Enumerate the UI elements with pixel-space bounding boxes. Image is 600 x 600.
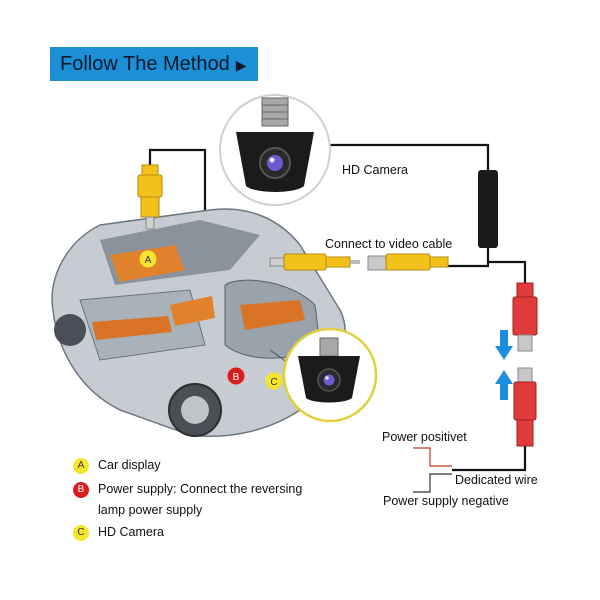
legend-item-a: A Car display xyxy=(73,458,161,476)
legend-text-a: Car display xyxy=(98,458,161,472)
dedicated-wire-line xyxy=(452,445,527,472)
play-arrow-icon: ▶ xyxy=(235,57,247,73)
legend-text-b: Power supply: Connect the reversing lamp… xyxy=(98,479,302,521)
video-cable-right xyxy=(448,246,490,268)
power-negative-label: Power supply negative xyxy=(383,494,509,508)
power-positive-label: Power positivet xyxy=(382,430,467,444)
connect-video-label: Connect to video cable xyxy=(325,237,453,251)
legend-badge-b: B xyxy=(73,482,89,498)
hd-camera-car xyxy=(282,327,378,423)
positive-lead xyxy=(413,447,452,467)
negative-lead xyxy=(413,473,452,493)
legend-badge-c: C xyxy=(73,525,89,541)
marker-a: A xyxy=(139,250,157,268)
marker-c-text: C xyxy=(270,377,277,388)
legend-badge-a: A xyxy=(73,458,89,474)
hd-camera-top xyxy=(219,94,331,206)
power-cable xyxy=(488,260,527,285)
legend-text-c: HD Camera xyxy=(98,525,164,539)
dedicated-wire-label: Dedicated wire xyxy=(455,473,538,487)
marker-b: B xyxy=(227,367,245,385)
hd-camera-label: HD Camera xyxy=(342,163,408,177)
connect-arrows xyxy=(495,330,513,400)
marker-b-text: B xyxy=(233,372,240,383)
legend-item-b: B Power supply: Connect the reversing la… xyxy=(73,482,302,521)
dc-power-connectors xyxy=(512,282,538,447)
video-rca-connectors xyxy=(269,253,449,271)
legend-text-b-line1: Power supply: Connect the reversing xyxy=(98,482,303,496)
marker-c: C xyxy=(265,372,283,390)
display-rca-plug xyxy=(137,164,163,230)
method-banner: Follow The Method ▶ xyxy=(50,47,258,81)
inline-filter-box xyxy=(478,170,498,248)
banner-title: Follow The Method xyxy=(60,53,230,75)
legend-text-b-line2: lamp power supply xyxy=(98,503,203,517)
marker-a-text: A xyxy=(145,255,152,266)
legend-item-c: C HD Camera xyxy=(73,525,164,543)
